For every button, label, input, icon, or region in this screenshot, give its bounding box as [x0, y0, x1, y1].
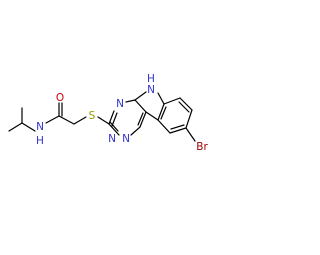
bromine-atom-label: Br: [196, 141, 208, 153]
triazine-n1-label: N: [122, 133, 130, 145]
sulfur-atom-label: S: [89, 110, 96, 122]
oxygen-atom-label: O: [56, 92, 64, 104]
bond-lines: [8, 91, 196, 142]
indole-nitrogen-label: N: [147, 84, 155, 96]
indole-hydrogen-label: H: [147, 73, 155, 85]
amide-hydrogen-label: H: [36, 135, 44, 147]
triazine-n4-label: N: [116, 98, 124, 110]
amide-nitrogen-label: N: [36, 121, 44, 133]
triazine-n2-label: N: [108, 133, 116, 145]
